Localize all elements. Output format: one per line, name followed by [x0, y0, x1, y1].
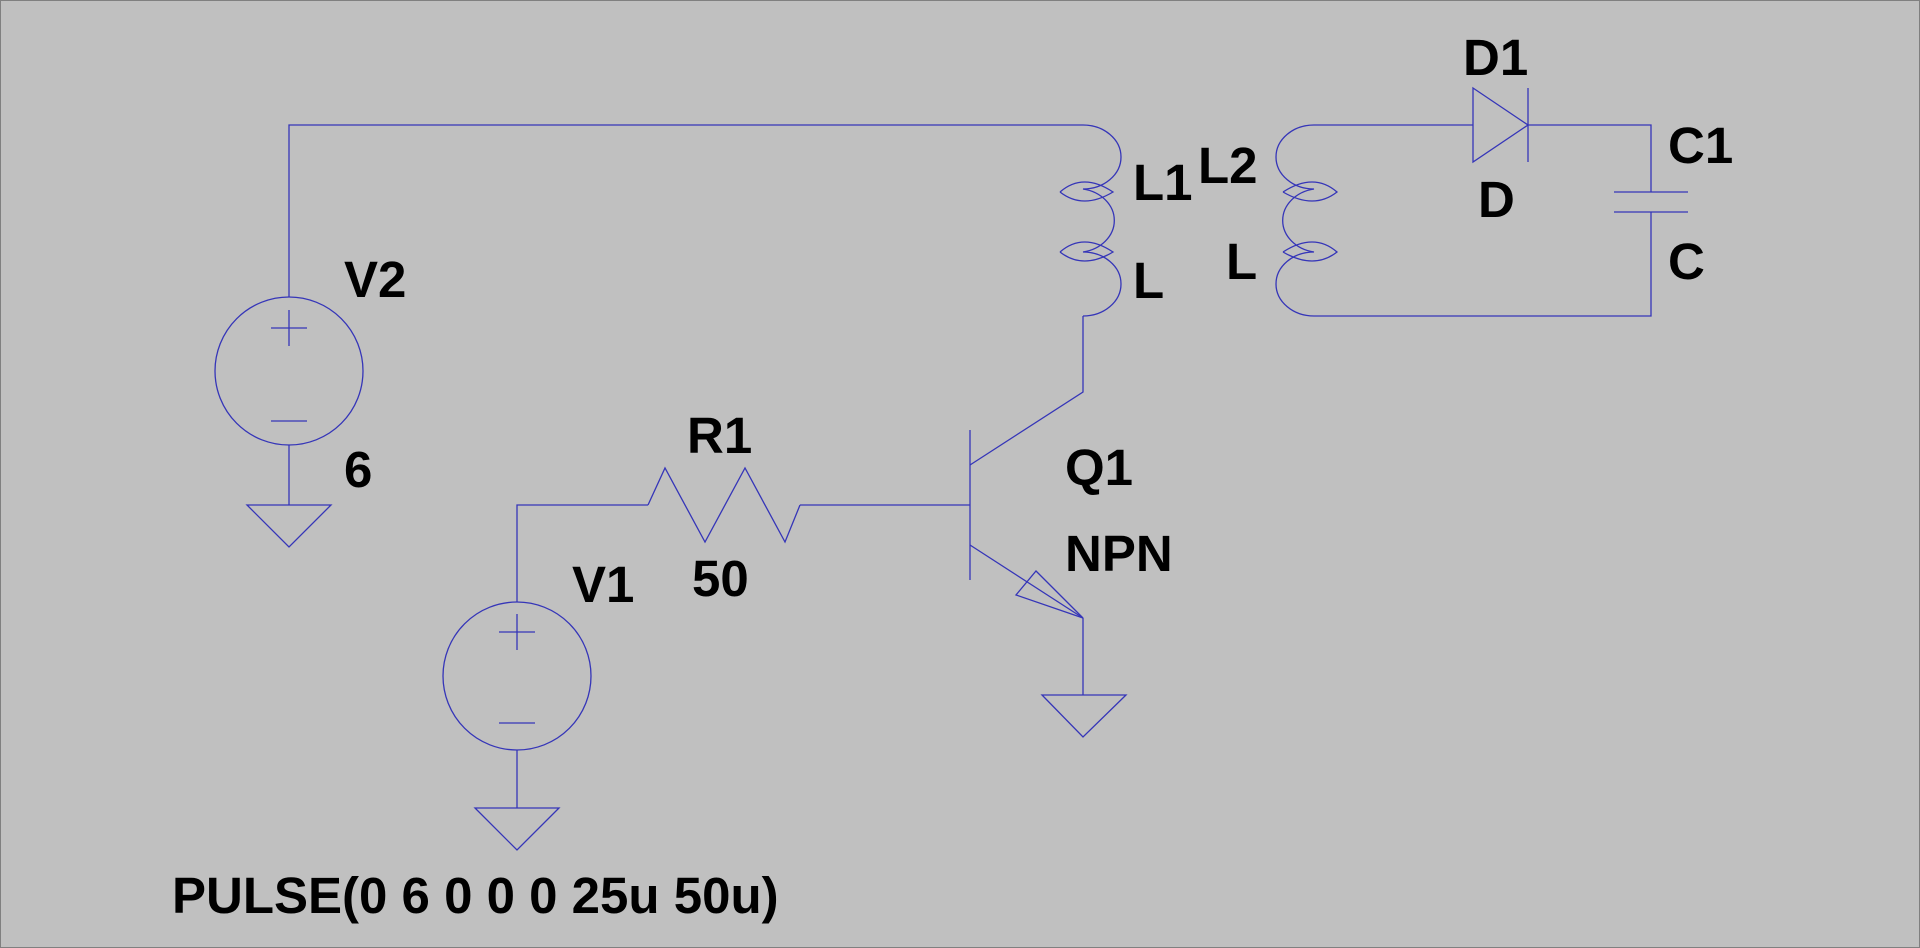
v1-ref-label[interactable]: V1	[572, 556, 634, 613]
ground-icon	[245, 504, 333, 548]
q1-value-label[interactable]: NPN	[1065, 525, 1173, 582]
labels: V2 6 V1 PULSE(0 6 0 0 0 25u 50u) R1 50 Q…	[172, 29, 1733, 924]
wire-v1-to-r1[interactable]	[516, 504, 648, 602]
inductor-l1[interactable]	[1059, 124, 1122, 317]
resistor-r1[interactable]	[647, 466, 801, 544]
ground-q1[interactable]	[1040, 694, 1128, 738]
wire-c1-to-l2[interactable]	[1314, 212, 1652, 317]
r1-value-label[interactable]: 50	[692, 550, 749, 607]
inductor-l2[interactable]	[1275, 124, 1339, 317]
l1-value-label[interactable]: L	[1133, 252, 1164, 309]
c1-ref-label[interactable]: C1	[1668, 117, 1733, 174]
voltage-source-circle-icon	[214, 296, 364, 446]
wire-v2-to-l1[interactable]	[288, 124, 1083, 297]
emitter-arrow-icon	[1014, 570, 1084, 619]
l2-value-label[interactable]: L	[1226, 233, 1257, 290]
diode-d1[interactable]	[1472, 86, 1530, 164]
ground-icon	[473, 807, 561, 851]
ground-v1[interactable]	[473, 807, 561, 851]
l1-ref-label[interactable]: L1	[1133, 154, 1193, 211]
wire-l1-to-collector[interactable]	[969, 316, 1084, 466]
v2-value-label[interactable]: 6	[344, 441, 372, 498]
r1-ref-label[interactable]: R1	[687, 407, 752, 464]
v2-ref-label[interactable]: V2	[344, 251, 406, 308]
voltage-source-circle-icon	[442, 601, 592, 751]
wires	[288, 124, 1652, 808]
ground-v2[interactable]	[245, 504, 333, 548]
voltage-source-v2[interactable]	[214, 296, 364, 446]
c1-value-label[interactable]: C	[1668, 233, 1705, 290]
capacitor-c1[interactable]	[1614, 191, 1688, 213]
d1-ref-label[interactable]: D1	[1463, 29, 1528, 86]
l2-ref-label[interactable]: L2	[1198, 137, 1258, 194]
inductor-coil-icon	[1082, 124, 1122, 317]
d1-value-label[interactable]: D	[1478, 171, 1515, 228]
inductor-coil-icon	[1275, 124, 1315, 317]
voltage-source-v1[interactable]	[442, 601, 592, 751]
ground-icon	[1040, 694, 1128, 738]
transistor-q1[interactable]	[969, 430, 1084, 619]
q1-ref-label[interactable]: Q1	[1065, 439, 1133, 496]
wire-diode-to-c1[interactable]	[1528, 124, 1652, 192]
diode-triangle-icon	[1472, 86, 1530, 164]
resistor-zigzag-icon	[647, 466, 801, 544]
v1-value-label[interactable]: PULSE(0 6 0 0 0 25u 50u)	[172, 867, 779, 924]
